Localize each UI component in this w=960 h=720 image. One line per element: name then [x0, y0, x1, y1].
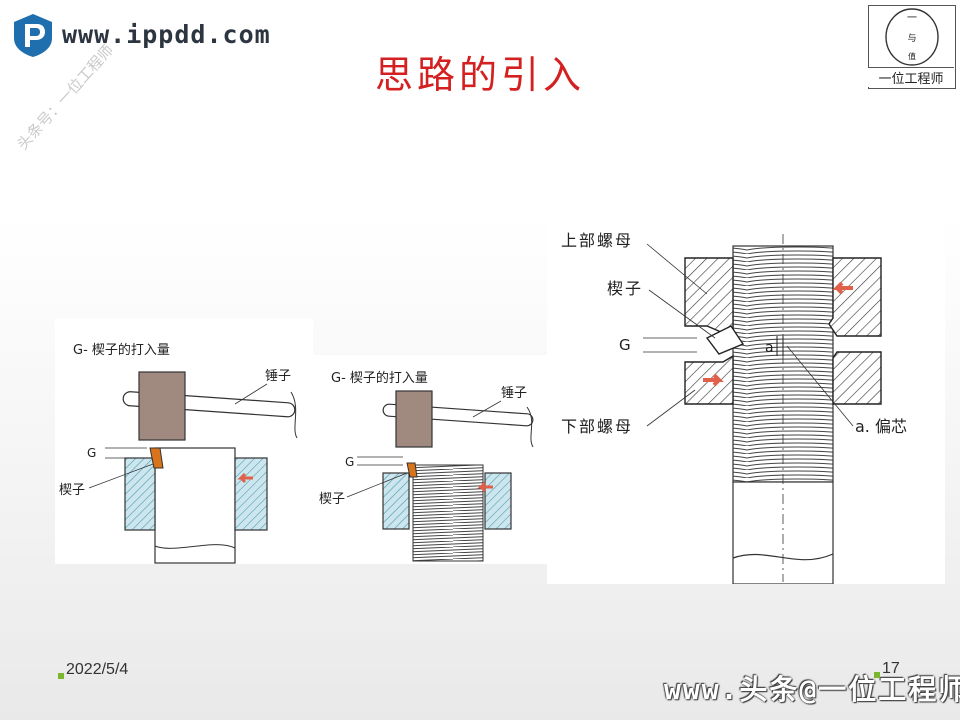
fig-b-wedge — [406, 462, 418, 478]
fig-c-upper-nut — [684, 257, 734, 340]
fig-b-nut-left — [382, 472, 410, 530]
stamp-glyph-2: 与 — [907, 33, 916, 44]
figure-wedge-threaded-shaft: G- 楔子的打入量 G 锤子 楔子 — [313, 355, 547, 564]
stamp-label: 一位工程师 — [868, 67, 954, 87]
fig-c-wedge-label: 楔子 — [607, 279, 643, 298]
fig-c-g-label: G — [619, 336, 631, 354]
fig-a-nut-right — [234, 457, 268, 531]
fig-a-shaft — [154, 447, 236, 564]
fig-a-force-arrow — [237, 472, 253, 484]
fig-a-caption: G- 楔子的打入量 — [73, 342, 170, 358]
page-number: 17 — [882, 660, 900, 677]
fig-c-offset-label: a. 偏芯 — [855, 417, 907, 436]
fig-b-wedge-label: 楔子 — [319, 492, 345, 507]
site-logo-icon — [10, 12, 56, 58]
fig-a-g-label: G — [87, 446, 96, 460]
slide-date: 2022/5/4 — [66, 661, 129, 678]
stamp-glyph-3: 值 — [908, 51, 916, 61]
footer-watermark: www.头条@一位工程师 — [664, 673, 960, 706]
fig-c-upper-arrow — [832, 281, 853, 295]
stamp-glyph-1: 一 — [907, 13, 917, 24]
fig-c-upper-nut-label: 上部螺母 — [561, 231, 633, 250]
figure-double-nut-offset: a G 上部螺母 楔子 下部螺母 a. 偏芯 — [547, 214, 945, 585]
fig-b-caption: G- 楔子的打入量 — [331, 370, 428, 386]
slide-title: 思路的引入 — [374, 53, 585, 97]
fig-b-g-label: G — [345, 455, 354, 469]
fig-c-a-mark: a — [765, 340, 774, 356]
fig-c-wedge — [705, 325, 745, 355]
fig-a-nut-left — [124, 457, 156, 531]
fig-a-wedge-label: 楔子 — [59, 483, 85, 498]
site-url: www.ippdd.com — [62, 20, 271, 49]
date-bullet — [58, 673, 64, 679]
page-bullet — [874, 672, 880, 678]
fig-a-hammer-head — [138, 371, 186, 441]
fig-b-threaded-shaft — [412, 464, 484, 562]
fig-c-lower-arrow — [703, 373, 724, 387]
fig-c-lower-nut-label: 下部螺母 — [561, 417, 633, 436]
fig-a-wedge — [149, 447, 164, 469]
fig-b-nut-right — [484, 472, 512, 530]
fig-b-hammer-label: 锤子 — [501, 386, 527, 401]
fig-b-force-arrow — [477, 481, 493, 493]
fig-a-hammer-label: 锤子 — [265, 369, 291, 384]
fig-b-hammer-head — [395, 390, 433, 448]
figure-wedge-plain-shaft: G- 楔子的打入量 G 锤子 楔子 — [55, 318, 313, 564]
